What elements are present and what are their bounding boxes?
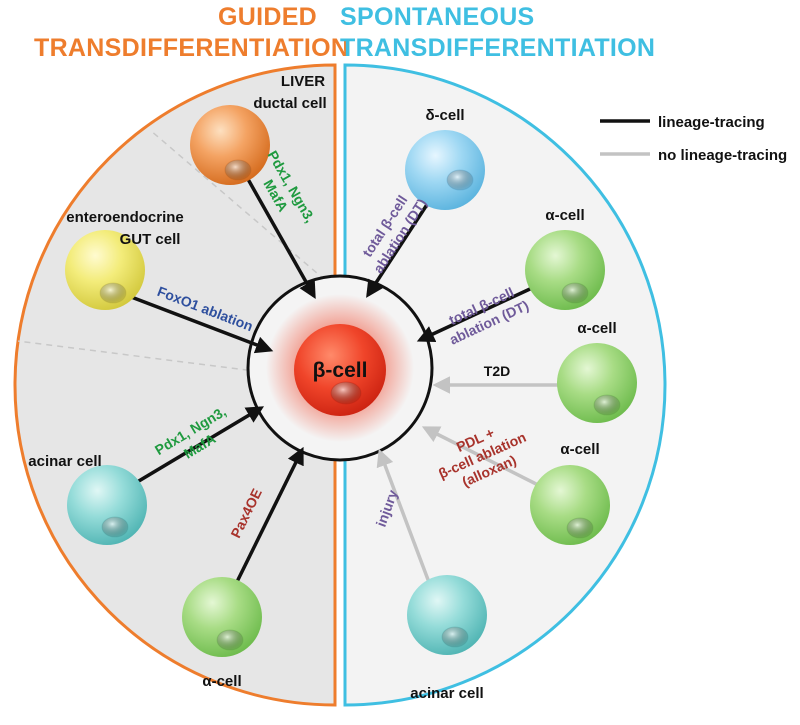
cell-delta — [405, 130, 485, 210]
beta-cell-label: β-cell — [313, 359, 368, 382]
label-alpha-r2: α-cell — [577, 320, 616, 337]
legend: lineage-tracing no lineage-tracing — [600, 114, 787, 164]
cell-alpha-r1 — [525, 230, 605, 310]
legend-lineage-label: lineage-tracing — [658, 114, 765, 131]
label-liver-line2: ductal cell — [253, 95, 326, 112]
arrow-alpha-bottom — [226, 446, 304, 601]
cell-liver — [190, 105, 270, 185]
label-gut-line2: GUT cell — [120, 231, 181, 248]
arrow-gut — [112, 288, 274, 354]
cell-acinar-left — [67, 465, 147, 545]
cell-alpha-r3 — [530, 465, 610, 545]
label-gut-line1: enteroendocrine — [66, 209, 184, 226]
beta-cell — [246, 274, 434, 462]
legend-no-lineage-label: no lineage-tracing — [658, 147, 787, 164]
header-guided-line2: TRANSDIFFERENTIATION — [34, 34, 350, 62]
header-guided-line1: GUIDED — [218, 3, 318, 31]
label-alpha-bottom: α-cell — [202, 673, 241, 690]
cell-alpha-r2 — [557, 343, 637, 423]
label-acinar-right: acinar cell — [410, 685, 483, 702]
cell-alpha-bottom — [182, 577, 262, 657]
label-delta: δ-cell — [425, 107, 464, 124]
label-liver-line1: LIVER — [281, 73, 325, 90]
label-alpha-r1: α-cell — [545, 207, 584, 224]
header-spontaneous-line1: SPONTANEOUS — [340, 3, 535, 31]
no-lineage-arrows — [376, 376, 560, 586]
cell-acinar-right — [407, 575, 487, 655]
label-alpha-r3: α-cell — [560, 441, 599, 458]
arrow-acinar-right — [376, 448, 432, 586]
guided-dividers — [15, 129, 326, 381]
arrow-alpha-r3 — [421, 426, 549, 492]
arrow-alpha-r1 — [416, 280, 546, 343]
arrow-alpha-r2-label: T2D — [484, 363, 510, 379]
cell-gut — [65, 230, 145, 310]
arrow-liver — [238, 164, 316, 300]
label-acinar-left: acinar cell — [28, 453, 101, 470]
header-spontaneous-line2: TRANSDIFFERENTIATION — [340, 34, 656, 62]
